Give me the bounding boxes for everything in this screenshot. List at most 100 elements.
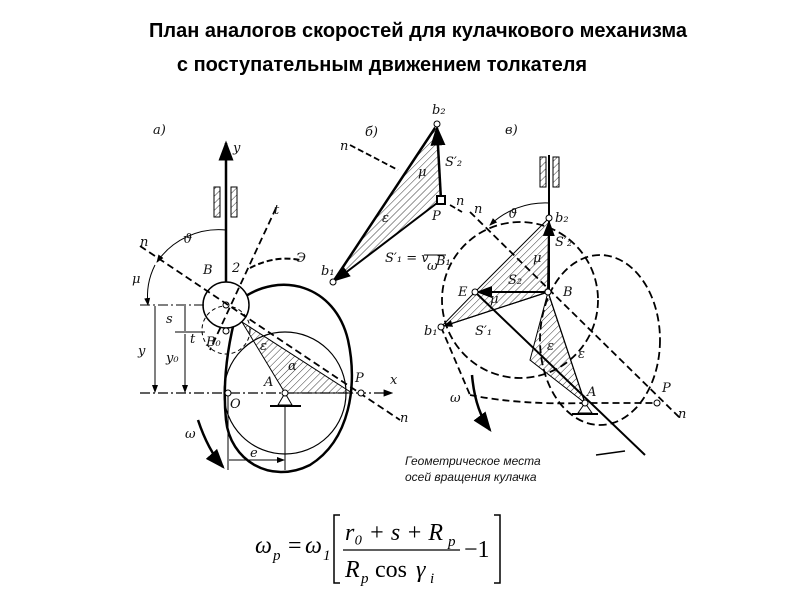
label-theta: ϑ xyxy=(183,232,192,247)
label-n-b-right: n xyxy=(456,194,464,209)
label-a-c: A xyxy=(586,385,596,400)
guide-c-left xyxy=(539,156,547,188)
slide-title-line-2: с поступательным движением толкателя xyxy=(176,54,588,76)
line-e-a xyxy=(474,291,646,456)
velocity-triangle-a xyxy=(241,321,354,394)
label-b: B xyxy=(202,263,213,278)
formula-omega-p: ω xyxy=(255,533,272,559)
formula-equals: = xyxy=(288,533,302,559)
point-a xyxy=(281,389,289,397)
label-s1-sub: B₁ xyxy=(435,254,451,269)
guide-right xyxy=(230,186,238,218)
point-p-c xyxy=(653,399,661,407)
formula-num-sub: p xyxy=(447,534,456,550)
vector-s2-c xyxy=(542,220,555,293)
line-b-a xyxy=(547,291,586,404)
label-n-b: n xyxy=(340,139,348,154)
label-n: n xyxy=(140,235,148,250)
label-b-c: B xyxy=(562,285,573,300)
label-s1-denominator: ω xyxy=(427,259,438,274)
label-s2-prime-c: S′₂ xyxy=(555,235,572,250)
label-mu-b: μ xyxy=(418,165,426,180)
label-mu2-c: μ xyxy=(490,292,498,307)
panel-a: а) xyxy=(132,123,408,474)
label-n-low: n xyxy=(400,411,408,426)
omega-arc-c xyxy=(470,374,492,433)
label-epsilon-c: ε xyxy=(547,339,554,354)
caption-line-1: Геометрическое места xyxy=(405,454,541,468)
formula-omega-sub: 1 xyxy=(323,548,331,564)
label-e-arc: Э xyxy=(296,251,306,266)
label-p-c: P xyxy=(661,381,671,396)
label-p-b: P xyxy=(431,209,441,224)
panel-b-label: б) xyxy=(365,125,378,140)
panel-c-label: в) xyxy=(505,123,518,138)
theta-arc-c xyxy=(489,202,550,226)
formula-gamma-sub: i xyxy=(430,571,434,587)
mu-arc xyxy=(144,264,156,306)
formula-cos: cos xyxy=(375,557,407,583)
theta-arc xyxy=(156,229,227,263)
formula-numerator: r₀ + s + R xyxy=(345,520,443,546)
tangent-line-a xyxy=(209,207,277,351)
e-arc xyxy=(249,257,301,269)
formula-denominator-r: R xyxy=(344,557,360,583)
panel-b: б) b₂ n μ S′₂ P n ε b₁ S′₁ = v B₁ ω xyxy=(321,103,464,286)
label-e-c: E xyxy=(457,285,468,300)
label-epsilon: ε xyxy=(260,339,267,354)
label-o: O xyxy=(230,397,241,412)
label-epsilon2-c: ε xyxy=(578,347,585,362)
label-epsilon-b: ε xyxy=(382,211,389,226)
guide-left xyxy=(213,186,221,218)
formula-gamma: γ xyxy=(416,557,426,583)
label-b0: B₀ xyxy=(205,335,222,350)
cam-profile xyxy=(223,283,354,474)
label-n-low-c: n xyxy=(678,407,686,422)
label-b2-c: b₂ xyxy=(555,211,569,226)
label-omega-c: ω xyxy=(450,391,461,406)
label-omega: ω xyxy=(185,427,196,442)
label-2: 2 xyxy=(231,261,240,276)
point-b-c xyxy=(544,288,552,296)
label-y: y xyxy=(137,344,146,359)
label-b1: b₁ xyxy=(321,264,335,279)
label-s: s xyxy=(166,312,173,327)
normal-line-b xyxy=(349,144,399,171)
omega-arc-a xyxy=(196,419,225,469)
label-theta-c: ϑ xyxy=(508,207,517,222)
point-b1 xyxy=(329,278,337,286)
label-alpha: α xyxy=(288,359,297,374)
formula: ω p = ω 1 r₀ + s + R p R p cos γ i −1 xyxy=(255,514,501,587)
formula-den-sub: p xyxy=(360,571,369,587)
line-b1-b2 xyxy=(331,127,437,283)
formula-left-bracket xyxy=(333,514,340,584)
formula-minus-one: −1 xyxy=(464,537,490,563)
point-a-c xyxy=(581,399,589,407)
normal-line-a xyxy=(139,245,401,421)
normal-line-c xyxy=(469,211,681,419)
label-y0: y₀ xyxy=(165,351,179,366)
point-b2 xyxy=(433,120,441,128)
dashed-b1-line xyxy=(440,326,471,396)
triangle-c-bottom xyxy=(529,290,586,405)
label-s2-c: S₂ xyxy=(508,273,522,288)
vector-s1-c xyxy=(442,291,549,327)
label-mu: μ xyxy=(132,272,140,287)
point-b2-c xyxy=(545,214,553,222)
label-p: P xyxy=(354,371,364,386)
label-t: t xyxy=(274,203,280,218)
guide-c-right xyxy=(552,156,560,188)
normal-line-b-right xyxy=(449,204,463,213)
label-b1-c: b₁ xyxy=(424,324,438,339)
point-o xyxy=(224,389,232,397)
point-b1-c xyxy=(437,323,445,331)
label-t-low: t xyxy=(190,332,196,347)
dashed-a-p-line xyxy=(469,394,657,405)
point-p xyxy=(357,389,365,397)
caption-leader xyxy=(595,450,626,456)
label-mu-c: μ xyxy=(533,251,541,266)
label-a: A xyxy=(263,375,273,390)
formula-right-bracket xyxy=(494,514,501,584)
dashed-locus-circle xyxy=(441,221,599,379)
